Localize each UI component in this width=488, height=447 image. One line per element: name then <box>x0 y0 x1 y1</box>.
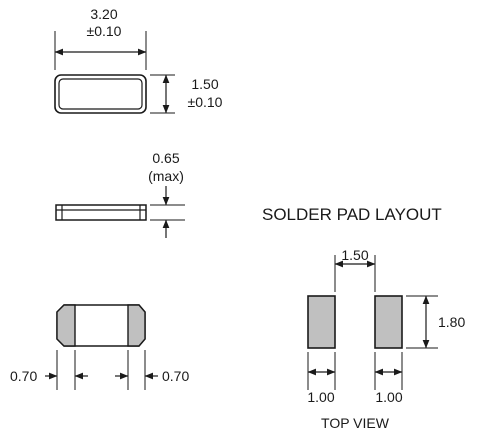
terminal-left-value: 0.70 <box>10 368 37 384</box>
terminal-left <box>56 304 76 347</box>
width-value: 1.50 <box>191 76 218 92</box>
solder-pad-left <box>307 295 336 349</box>
height-value: 0.65 <box>152 150 179 166</box>
pad-height-value: 1.80 <box>438 314 465 330</box>
width-tolerance: ±0.10 <box>188 94 223 110</box>
height-note: (max) <box>148 168 184 184</box>
part-top-view <box>54 31 175 114</box>
part-side-view <box>55 186 185 238</box>
gap-value: 1.50 <box>341 247 368 263</box>
package-outline-inner <box>58 78 143 110</box>
pad-width-right-value: 1.00 <box>375 389 402 405</box>
package-outline-outer <box>54 74 147 114</box>
part-bottom-view <box>45 304 158 390</box>
solder-pad-drawing <box>307 255 438 390</box>
solder-pad-right <box>374 295 403 349</box>
length-value: 3.20 <box>90 6 117 22</box>
solder-pad-heading: SOLDER PAD LAYOUT <box>262 205 442 224</box>
pad-width-left-value: 1.00 <box>307 389 334 405</box>
length-tolerance: ±0.10 <box>87 23 122 39</box>
terminal-right <box>127 304 146 347</box>
top-view-caption: TOP VIEW <box>321 415 390 431</box>
side-body-outline <box>55 204 147 221</box>
terminal-right-value: 0.70 <box>162 368 189 384</box>
